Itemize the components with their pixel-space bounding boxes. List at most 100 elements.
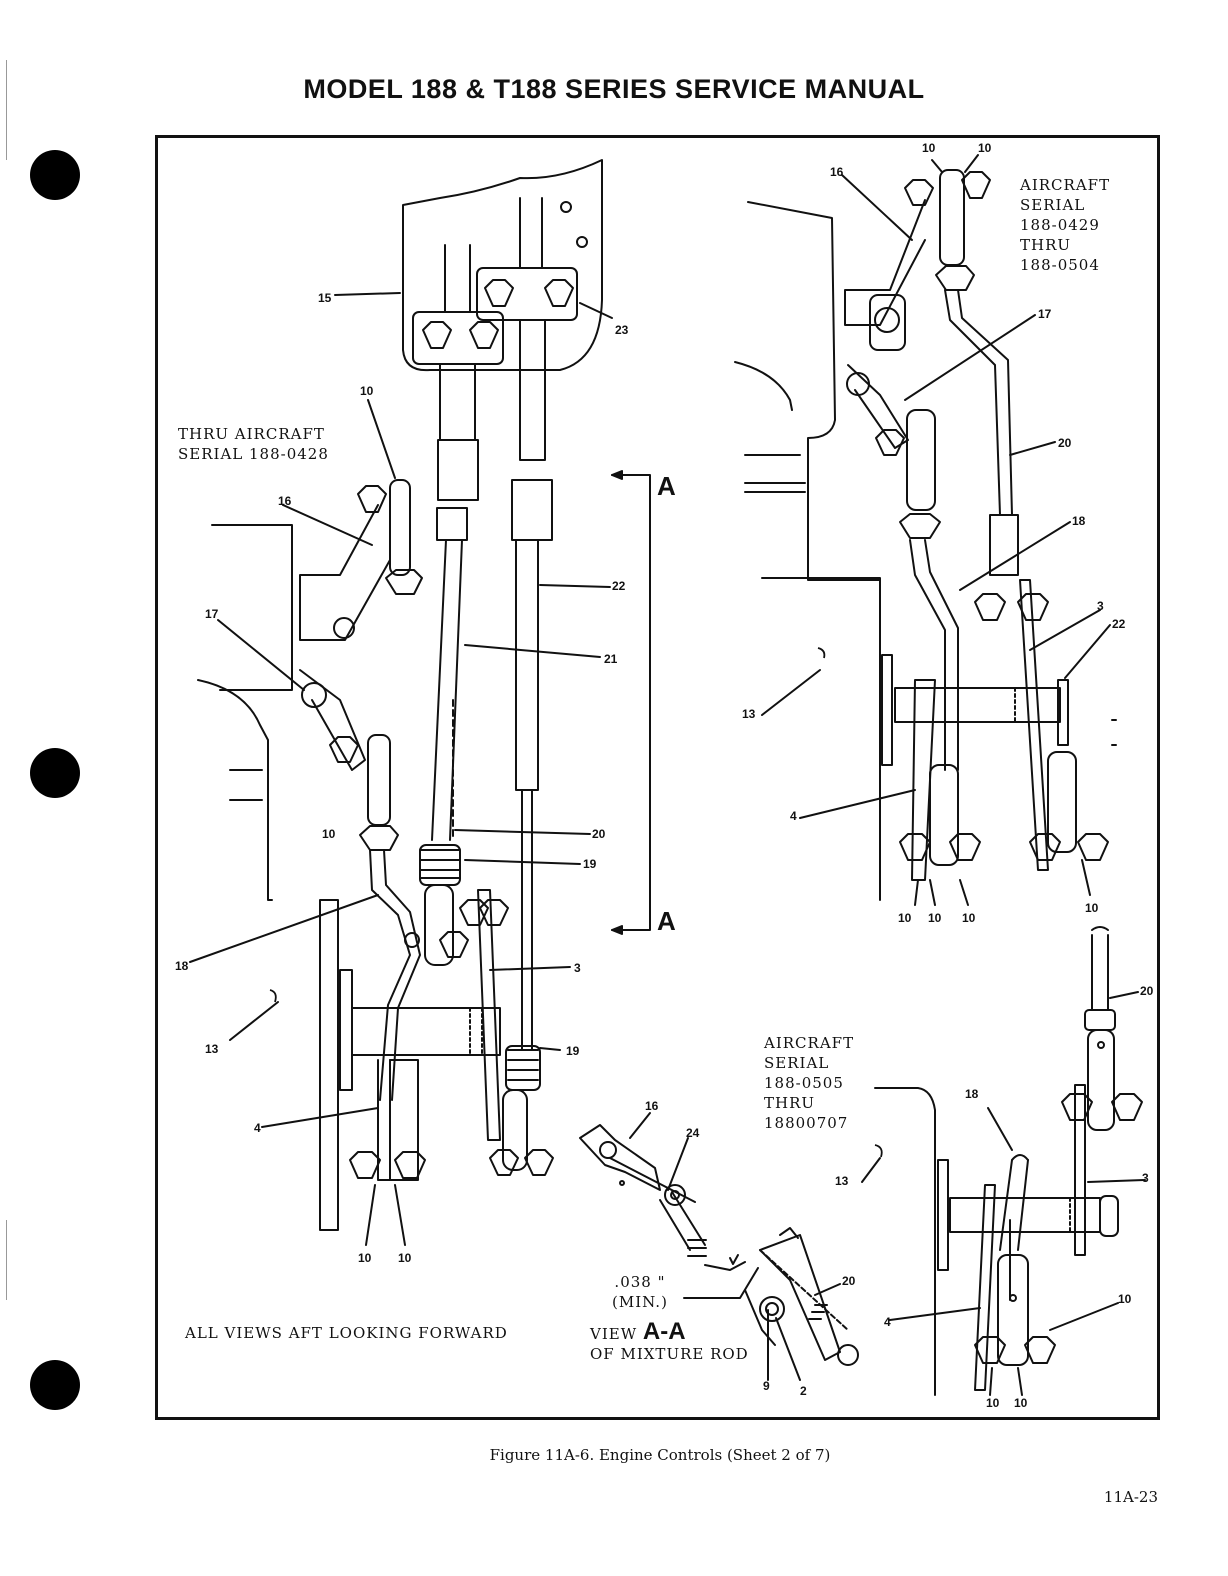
mixture-rod-20: [759, 1234, 841, 1361]
callout-16: 16: [645, 1099, 659, 1113]
lever-bolt: [974, 593, 1006, 621]
lever-bolt: [1029, 833, 1061, 861]
cable-fitting: [437, 439, 479, 501]
bracket-hole: [560, 201, 572, 213]
view-title: VIEW A-A OF MIXTURE ROD: [590, 1320, 749, 1364]
callout-2: 2: [800, 1384, 807, 1398]
serial-note-left-line1: THRU AIRCRAFT: [178, 425, 325, 443]
serial-note-br-line5: 18800707: [764, 1114, 849, 1132]
lever-bolt: [459, 899, 489, 926]
arm-4-lower: [974, 1184, 996, 1391]
rod-end: [939, 169, 965, 266]
serial-note-top-right: AIRCRAFT SERIAL 188-0429 THRU 188-0504: [1020, 175, 1110, 275]
callout-19: 19: [583, 857, 597, 871]
arm-3-right: [1019, 579, 1049, 871]
shaft: [894, 687, 1061, 723]
clamp-bolt: [544, 279, 574, 307]
lever-17: [299, 669, 366, 771]
lever-bolt: [1017, 593, 1049, 621]
clearance-note: .038 " (MIN.): [612, 1272, 668, 1312]
rod-end: [424, 884, 454, 966]
callout-17: 17: [205, 607, 219, 621]
callout-10: 10: [986, 1396, 1000, 1410]
rod-20-lower: [1091, 934, 1109, 1011]
callout-24: 24: [686, 1126, 700, 1140]
lever-bolt: [1061, 1093, 1093, 1121]
serial-note-bottom-right: AIRCRAFT SERIAL 188-0505 THRU 18800707: [764, 1033, 854, 1133]
engine-outline: [197, 679, 273, 901]
rod-end: [389, 479, 411, 576]
callout-21: 21: [604, 652, 618, 666]
lever-screw: [846, 372, 870, 396]
callout-10: 10: [1085, 901, 1099, 915]
serial-note-left: THRU AIRCRAFT SERIAL 188-0428: [178, 424, 329, 464]
callout-10: 10: [962, 911, 976, 925]
engine-outline: [211, 524, 293, 691]
callout-18: 18: [1072, 514, 1086, 528]
cable-22-rod: [515, 539, 539, 791]
serial-note-br-line3: 188-0505: [764, 1074, 844, 1092]
lever-bolt: [357, 485, 387, 513]
lever-16-right: [844, 199, 926, 326]
serial-note-tr-line5: 188-0504: [1020, 256, 1100, 274]
cable-22: [519, 319, 546, 461]
lever-bolt: [479, 899, 509, 926]
lever-bolt: [899, 833, 931, 861]
cable-22: [519, 197, 543, 269]
lever-screw: [301, 682, 327, 708]
callout-10: 10: [1118, 1292, 1132, 1306]
clamp-bolt: [469, 321, 499, 349]
lever-bolt: [489, 1149, 519, 1176]
rod-end: [989, 514, 1019, 576]
shaft-flange: [937, 1159, 949, 1271]
lever-bolt: [875, 429, 905, 456]
serial-note-tr-line2: SERIAL: [1020, 196, 1086, 214]
bracket-hole: [576, 236, 588, 248]
callout-20: 20: [592, 827, 606, 841]
callout-16: 16: [830, 165, 844, 179]
serial-note-tr-line4: THRU: [1020, 236, 1072, 254]
serial-note-br-line4: THRU: [764, 1094, 816, 1112]
cable-21: [444, 244, 471, 313]
callout-10: 10: [922, 141, 936, 155]
lever-bolt: [904, 179, 934, 206]
shaft-flange: [881, 654, 893, 766]
rod-18-lower: [999, 1159, 1029, 1301]
lever-bolt: [329, 736, 359, 763]
clearance-line1: .038 ": [614, 1273, 666, 1291]
callout-10: 10: [1014, 1396, 1028, 1410]
callout-10: 10: [978, 141, 992, 155]
callout-22: 22: [612, 579, 626, 593]
binder-hole-bottom: [30, 1360, 80, 1410]
cable-fitting: [436, 507, 468, 541]
mixture-lever: [579, 1124, 661, 1191]
callout-3: 3: [574, 961, 581, 975]
cable-clamp-left: [412, 311, 504, 365]
lever-bolt: [949, 833, 981, 861]
callout-4: 4: [254, 1121, 261, 1135]
callout-20: 20: [842, 1274, 856, 1288]
cable-clamp-right: [476, 267, 578, 321]
rod-20-right: [944, 289, 1013, 516]
serial-note-left-line2: SERIAL 188-0428: [178, 445, 329, 463]
binder-hole-middle: [30, 748, 80, 798]
serial-note-br-line1: AIRCRAFT: [764, 1034, 855, 1052]
callout-3: 3: [1097, 599, 1104, 613]
view-word: VIEW: [590, 1325, 638, 1343]
rod-end: [502, 1089, 528, 1171]
lever-16: [299, 504, 391, 641]
cable-21: [439, 363, 476, 441]
lever-bolt: [524, 1149, 554, 1176]
jam-nut: [385, 569, 423, 595]
callout-10: 10: [358, 1251, 372, 1265]
arm-4-right: [911, 679, 936, 881]
page-header: MODEL 188 & T188 SERIES SERVICE MANUAL: [303, 74, 925, 104]
rod-end: [929, 764, 959, 866]
margin-mark: [6, 1220, 7, 1300]
bracket-plate: [402, 159, 603, 372]
arm-4-block: [389, 1059, 419, 1181]
rod-18-right: [909, 539, 959, 771]
serial-note-br-line2: SERIAL: [764, 1054, 830, 1072]
jam-nut: [899, 513, 941, 539]
